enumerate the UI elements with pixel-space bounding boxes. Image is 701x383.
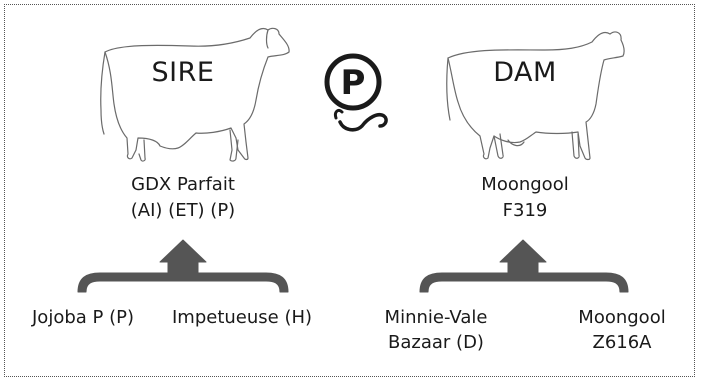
sire-label: SIRE xyxy=(151,57,215,88)
dam-parent-left-line2: Bazaar (D) xyxy=(388,332,484,353)
diagram-frame xyxy=(4,4,695,377)
dam-name-line1: Moongool xyxy=(481,174,569,195)
dam-label: DAM xyxy=(493,57,557,88)
cow-icon xyxy=(446,31,625,161)
dam-parent-right-line1: Moongool xyxy=(578,307,666,328)
dam-name-line2: F319 xyxy=(502,200,548,221)
sire-parent-right: Impetueuse (H) xyxy=(171,307,313,328)
dam-bracket-arrow xyxy=(419,239,629,293)
sire-parent-left: Jojoba P (P) xyxy=(32,307,134,328)
dam-parent-left-line1: Minnie-Vale xyxy=(384,307,488,328)
sire-name-line1: GDX Parfait xyxy=(131,174,235,195)
logo-letter: P xyxy=(341,63,366,103)
sire-name-line2: (AI) (ET) (P) xyxy=(130,200,236,221)
dam-parent-right-line2: Z616A xyxy=(592,332,652,353)
sire-bracket-arrow xyxy=(77,239,289,293)
bull-icon xyxy=(100,27,290,162)
polled-logo-icon: P xyxy=(324,53,388,132)
